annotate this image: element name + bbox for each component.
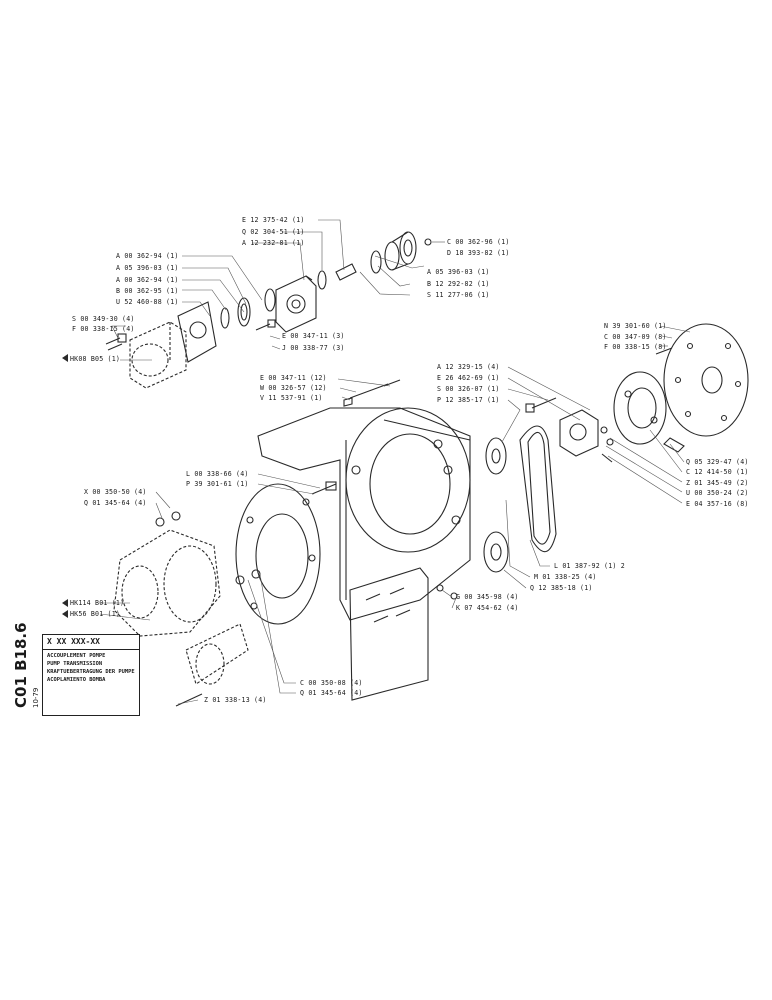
main-hydraulic-pump <box>113 529 249 685</box>
part-label: P 39 301-61 (1) <box>186 480 249 488</box>
part-label: X 00 350-50 (4) <box>84 488 147 496</box>
part-label: S 00 326-07 (1) <box>437 385 500 393</box>
sheet-code: C01 B18.6 <box>12 622 30 708</box>
upper-bearing-housing <box>275 275 317 333</box>
part-label: A 05 396-03 (1) <box>116 264 179 272</box>
part-label: Q 01 345-64 (4) <box>300 689 363 697</box>
part-label: W 00 326-57 (12) <box>260 384 327 392</box>
part-label: C 00 350-08 (4) <box>300 679 363 687</box>
part-label: HK56 B01 (1) <box>70 610 121 618</box>
part-label: F 00 338-15 (4) <box>72 325 135 333</box>
part-label: L 01 387-92 (1) 2 <box>554 562 625 570</box>
part-label: G 00 345-98 (4) <box>456 593 519 601</box>
part-label: E 04 357-16 (8) <box>686 500 749 508</box>
sheet-date: 10-79 <box>32 687 40 708</box>
part-label: F 00 338-15 (8) <box>604 343 667 351</box>
part-label: K 07 454-62 (4) <box>456 604 519 612</box>
part-label: V 11 537-91 (1) <box>260 394 323 402</box>
part-label: A 00 362-94 (1) <box>116 276 179 284</box>
part-label: E 26 462-69 (1) <box>437 374 500 382</box>
pump-flange-plate <box>177 301 217 363</box>
title-english: PUMP TRANSMISSION <box>47 661 103 667</box>
part-label: C 00 362-96 (1) <box>447 238 510 246</box>
part-label: E 00 347-11 (3) <box>282 332 345 340</box>
part-label: Q 02 304-51 (1) <box>242 228 305 236</box>
part-label: Z 01 338-13 (4) <box>204 696 267 704</box>
part-label: A 12 329-15 (4) <box>437 363 500 371</box>
part-label: N 39 301-60 (1) <box>604 322 667 330</box>
bracket-studs <box>343 379 401 407</box>
upper-pulley <box>485 437 507 475</box>
support-plate <box>349 567 429 701</box>
drive-flange <box>613 371 667 445</box>
adapter-bolts <box>155 481 337 707</box>
part-label: Q 01 345-64 (4) <box>84 499 147 507</box>
title-french: ACCOUPLEMENT POMPE <box>47 653 106 659</box>
part-label: C 12 414-50 (1) <box>686 468 749 476</box>
part-label: B 00 362-95 (1) <box>116 287 179 295</box>
part-label: L 00 338-66 (4) <box>186 470 249 478</box>
auxiliary-pump <box>129 321 187 389</box>
part-label: HK08 B05 (1) <box>70 355 121 363</box>
engine-flange-disc <box>663 323 749 437</box>
part-label: HK114 B01 (1) <box>70 599 125 607</box>
part-label: U 52 460-88 (1) <box>116 298 179 306</box>
part-label: J 00 338-77 (3) <box>282 344 345 352</box>
part-label: A 05 396-03 (1) <box>427 268 490 276</box>
part-label: E 12 375-42 (1) <box>242 216 305 224</box>
title-block: X XX XXX-XX ACCOUPLEMENT POMPE PUMP TRAN… <box>42 634 140 716</box>
part-label: U 00 350-24 (2) <box>686 489 749 497</box>
title-german: KRAFTUEBERTRAGUNG DER PUMPE <box>47 669 135 675</box>
part-label: S 11 277-06 (1) <box>427 291 490 299</box>
adapter-flange-plate <box>235 483 321 625</box>
main-bracket-housing <box>257 407 471 621</box>
bearing-rings <box>220 270 327 329</box>
lower-pulley <box>483 531 509 573</box>
part-label: P 12 385-17 (1) <box>437 396 500 404</box>
part-label: S 00 349-30 (4) <box>72 315 135 323</box>
part-label: C 00 347-09 (8) <box>604 333 667 341</box>
part-label: M 01 338-25 (4) <box>534 573 597 581</box>
sheet-code-block: C01 B18.6 10-79 <box>10 600 40 710</box>
part-label: Z 01 345-49 (2) <box>686 479 749 487</box>
part-label: B 12 292-82 (1) <box>427 280 490 288</box>
part-label: Q 05 329-47 (4) <box>686 458 749 466</box>
part-label: E 00 347-11 (12) <box>260 374 327 382</box>
title-block-code: X XX XXX-XX <box>43 635 139 650</box>
title-spanish: ACOPLAMIENTO BOMBA <box>47 677 106 683</box>
part-label: D 18 393-82 (1) <box>447 249 510 257</box>
small-hardware <box>436 347 685 600</box>
gear-coupling <box>384 231 432 271</box>
shaft-spacer <box>335 250 382 281</box>
pulley-hub <box>559 409 599 457</box>
part-label: A 00 362-94 (1) <box>116 252 179 260</box>
part-label: Q 12 385-18 (1) <box>530 584 593 592</box>
v-belts <box>519 425 557 553</box>
part-label: A 12 232-81 (1) <box>242 239 305 247</box>
